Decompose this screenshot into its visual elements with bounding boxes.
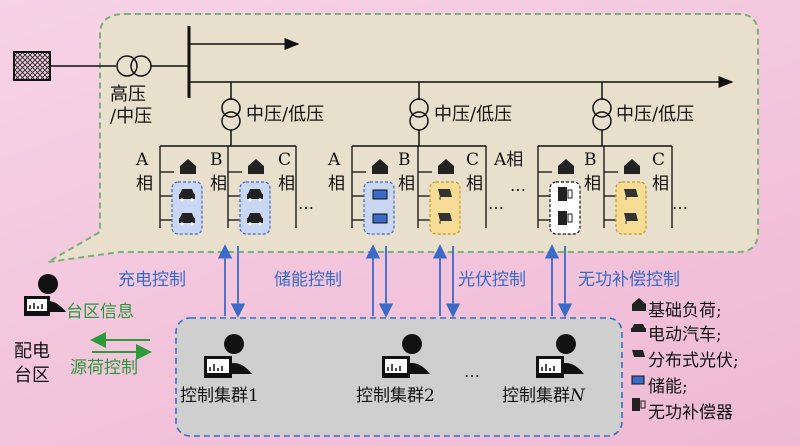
mv-lv-label-2: 中压/低压 — [434, 104, 513, 125]
mv-lv-label-3: 中压/低压 — [616, 104, 695, 125]
phase-b-xiang: 相 — [210, 174, 227, 194]
battery-icon — [631, 375, 645, 385]
cluster-1-label: 控制集群1 — [180, 386, 259, 406]
hv-mv-label: 高压 /中压 — [110, 84, 153, 127]
ellipsis-1: … — [298, 194, 314, 213]
phase-b-label: B — [584, 150, 597, 170]
ellipsis-3: … — [672, 194, 688, 213]
battery-icons — [372, 189, 388, 224]
phase-c-label: C — [278, 150, 292, 170]
cluster-ellipsis: … — [464, 362, 480, 381]
ellipsis-2: … — [488, 194, 504, 213]
mv-lv-label-1: 中压/低压 — [246, 104, 325, 125]
phase-c-xiang: 相 — [278, 174, 295, 194]
legend-icons — [631, 298, 646, 411]
house-icons — [180, 159, 640, 174]
reactive-control-label: 无功补偿控制 — [578, 270, 680, 290]
compensator-icon — [632, 398, 646, 411]
legend-item-storage: 储能; — [648, 377, 688, 397]
phase-c-label: C — [466, 150, 480, 170]
external-grid-icon — [13, 51, 51, 81]
legend-item-compensator: 无功补偿器 — [648, 403, 733, 423]
phase-a-xiang: 相 — [136, 174, 153, 194]
legend-item-basic-load: 基础负荷; — [648, 301, 722, 321]
compensator-icons — [558, 187, 573, 225]
phase-a-label: A — [136, 150, 149, 170]
cluster-2-label: 控制集群2 — [356, 386, 435, 406]
phase-a-label: A — [328, 150, 341, 170]
pv-icon — [632, 350, 645, 357]
pv-device-boxes — [429, 181, 647, 235]
pv-icons — [438, 189, 638, 224]
phase-c-xiang: 相 — [466, 174, 483, 194]
ellipsis-3a: … — [510, 176, 526, 195]
phase-a-xiang: 相 — [328, 174, 345, 194]
charging-control-label: 充电控制 — [118, 270, 186, 290]
legend-item-ev: 电动汽车; — [648, 325, 722, 345]
distribution-district-label: 配电 台区 — [14, 341, 50, 386]
phase-c-label: C — [652, 150, 666, 170]
phase-b-label: B — [398, 150, 411, 170]
ev-icon — [631, 324, 646, 332]
control-arrows — [217, 244, 573, 318]
house-icon — [632, 298, 646, 311]
phase-c-xiang: 相 — [652, 174, 669, 194]
operator-icons — [24, 274, 584, 378]
phase-b-xiang: 相 — [584, 174, 601, 194]
source-load-control-label: 源荷控制 — [70, 358, 138, 378]
legend-item-pv: 分布式光伏; — [648, 351, 739, 371]
phase-b-label: B — [210, 150, 223, 170]
mv-lv-transformers — [160, 82, 672, 147]
phase-a-label: A相 — [494, 150, 524, 170]
info-arrows — [90, 332, 152, 360]
pv-control-label: 光伏控制 — [458, 270, 526, 290]
cluster-n-label: 控制集群N — [502, 386, 585, 406]
phase-b-xiang: 相 — [398, 174, 415, 194]
ev-icons — [179, 189, 263, 226]
grid-bubble — [47, 13, 759, 263]
storage-control-label: 储能控制 — [274, 270, 342, 290]
district-info-label: 台区信息 — [66, 302, 134, 322]
